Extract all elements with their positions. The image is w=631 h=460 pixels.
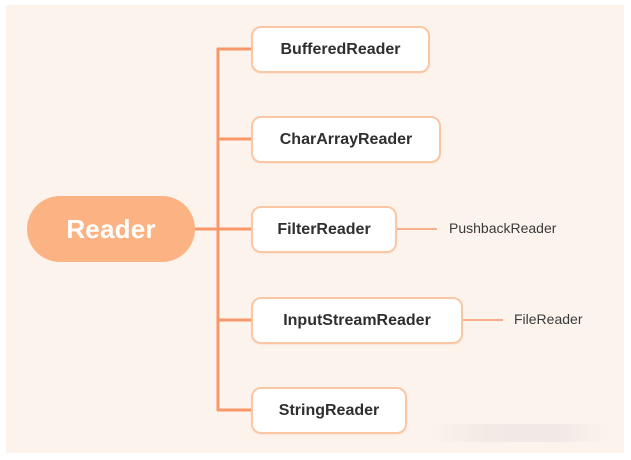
node-input-stream-reader: InputStreamReader [251, 297, 463, 344]
watermark [430, 424, 610, 442]
node-string-reader: StringReader [251, 387, 407, 434]
leaf-pushback-reader: PushbackReader [449, 220, 557, 236]
root-node-reader: Reader [27, 196, 195, 262]
node-char-array-reader: CharArrayReader [251, 116, 441, 163]
leaf-file-reader: FileReader [514, 311, 583, 327]
node-buffered-reader: BufferedReader [251, 26, 430, 73]
node-filter-reader: FilterReader [251, 206, 397, 253]
